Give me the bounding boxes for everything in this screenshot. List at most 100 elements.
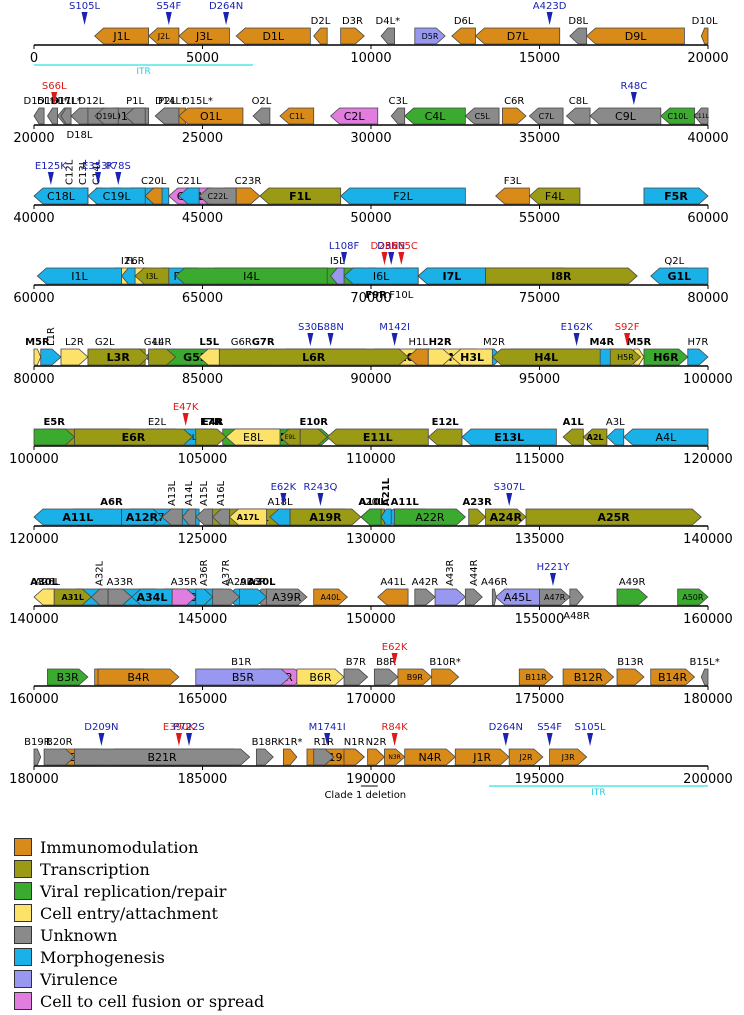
itr-label: ITR [591,788,605,798]
mutation-marker [546,733,553,746]
gene-label: A4L [656,431,678,444]
mutation-marker [186,733,193,746]
gene-arrow [451,27,476,45]
legend-label: Unknown [40,925,118,945]
gene-arrow [650,668,696,686]
mutation-label: H221Y [537,562,571,573]
mutation-marker [280,493,287,506]
gene-label: I8R [551,270,572,283]
gene-label: A26L [35,577,61,588]
gene-arrow [491,588,497,606]
gene-label: C6R [504,96,524,107]
gene-arrow [94,27,149,45]
gene-label: A46R [481,577,508,588]
mutation-label: R665C [385,241,418,252]
gene-arrow [47,668,89,686]
axis-tick-label: 100000 [683,372,733,387]
gene-label: C22L [208,192,229,201]
axis-tick-label: 195000 [515,772,565,787]
gene-arrow [225,428,281,446]
gene-label: G1L [668,270,692,283]
gene-label: A30L [30,577,59,588]
gene-label: D1L [262,30,284,43]
gene-arrow [451,348,493,366]
gene-label: B20R [46,737,73,748]
axis-tick-label: 135000 [515,532,565,547]
mutation-label: R243Q [303,482,337,493]
mutation-marker [47,172,54,185]
legend-item-virulence: Virulence [14,968,264,990]
mutation-marker [175,733,182,746]
legend-swatch [14,882,32,900]
legend-swatch [14,948,32,966]
gene-label: A19R [309,511,342,524]
mutation-label: D56N [377,241,405,252]
itr-label: ITR [136,67,150,77]
gene-label: F10L [389,290,413,301]
mutation-label: R48C [621,81,648,92]
gene-label: C23R [235,176,262,187]
axis-tick-label: 145000 [178,612,228,627]
gene-label: A34L [137,591,168,604]
gene-label: D11L [51,96,77,107]
gene-arrow [384,748,406,766]
gene-label: E10R [299,417,328,428]
legend-item-replication: Viral replication/repair [14,880,264,902]
gene-label: D3R [342,16,363,27]
gene-label: A10L [359,497,388,508]
gene-arrow [660,107,695,125]
gene-label: F3L [504,176,522,187]
axis-tick-label: 0 [30,51,38,66]
gene-label: B1R [231,657,251,668]
legend-label: Viral replication/repair [40,881,227,901]
gene-arrow [380,27,395,45]
mutation-label: E162K [561,322,593,333]
gene-arrow [549,748,588,766]
gene-label: J1R [472,751,491,764]
mutation-marker [165,12,172,25]
gene-label: B14R [658,671,688,684]
gene-arrow [407,348,429,366]
gene-label: A24R [490,511,523,524]
gene-label: L1R [46,327,57,346]
legend-swatch [14,926,32,944]
legend-item-unknown: Unknown [14,924,264,946]
gene-label: E13L [494,431,524,444]
legend-swatch [14,838,32,856]
gene-arrow [212,508,230,526]
gene-label: B11R [526,673,548,682]
gene-arrow [74,748,251,766]
gene-arrow [313,588,349,606]
gene-label: F5R [664,190,688,203]
mutation-marker [307,333,314,346]
gene-label: J2L [157,32,170,41]
mutation-marker [324,733,331,746]
gene-arrow [525,508,702,526]
axis-tick-label: 40000 [687,131,728,146]
gene-arrow [343,668,369,686]
gene-label: R1R [314,737,334,748]
gene-arrow [313,748,335,766]
gene-label: L4R [153,337,172,348]
mutation-label: D264N [209,1,243,12]
gene-label: J3R [561,753,575,762]
gene-label: E6R [122,431,146,444]
gene-arrow [33,428,76,446]
axis-tick-label: 25000 [182,131,223,146]
gene-label: C8L [569,96,588,107]
gene-label: C2L [344,110,366,123]
mutation-marker [115,172,122,185]
axis-tick-label: 70000 [350,291,391,306]
axis-tick-label: 185000 [178,772,228,787]
gene-label: G4L [144,337,164,348]
gene-label: B7R [346,657,366,668]
gene-label: E5R [43,417,65,428]
gene-arrow [144,187,163,205]
gene-label: G7R [252,337,275,348]
gene-arrow [198,348,220,366]
gene-arrow [343,267,419,285]
axis-tick-label: 35000 [519,131,560,146]
gene-label: A13L [167,480,178,506]
gene-label: P2L [158,96,176,107]
gene-label: A11L [391,497,420,508]
